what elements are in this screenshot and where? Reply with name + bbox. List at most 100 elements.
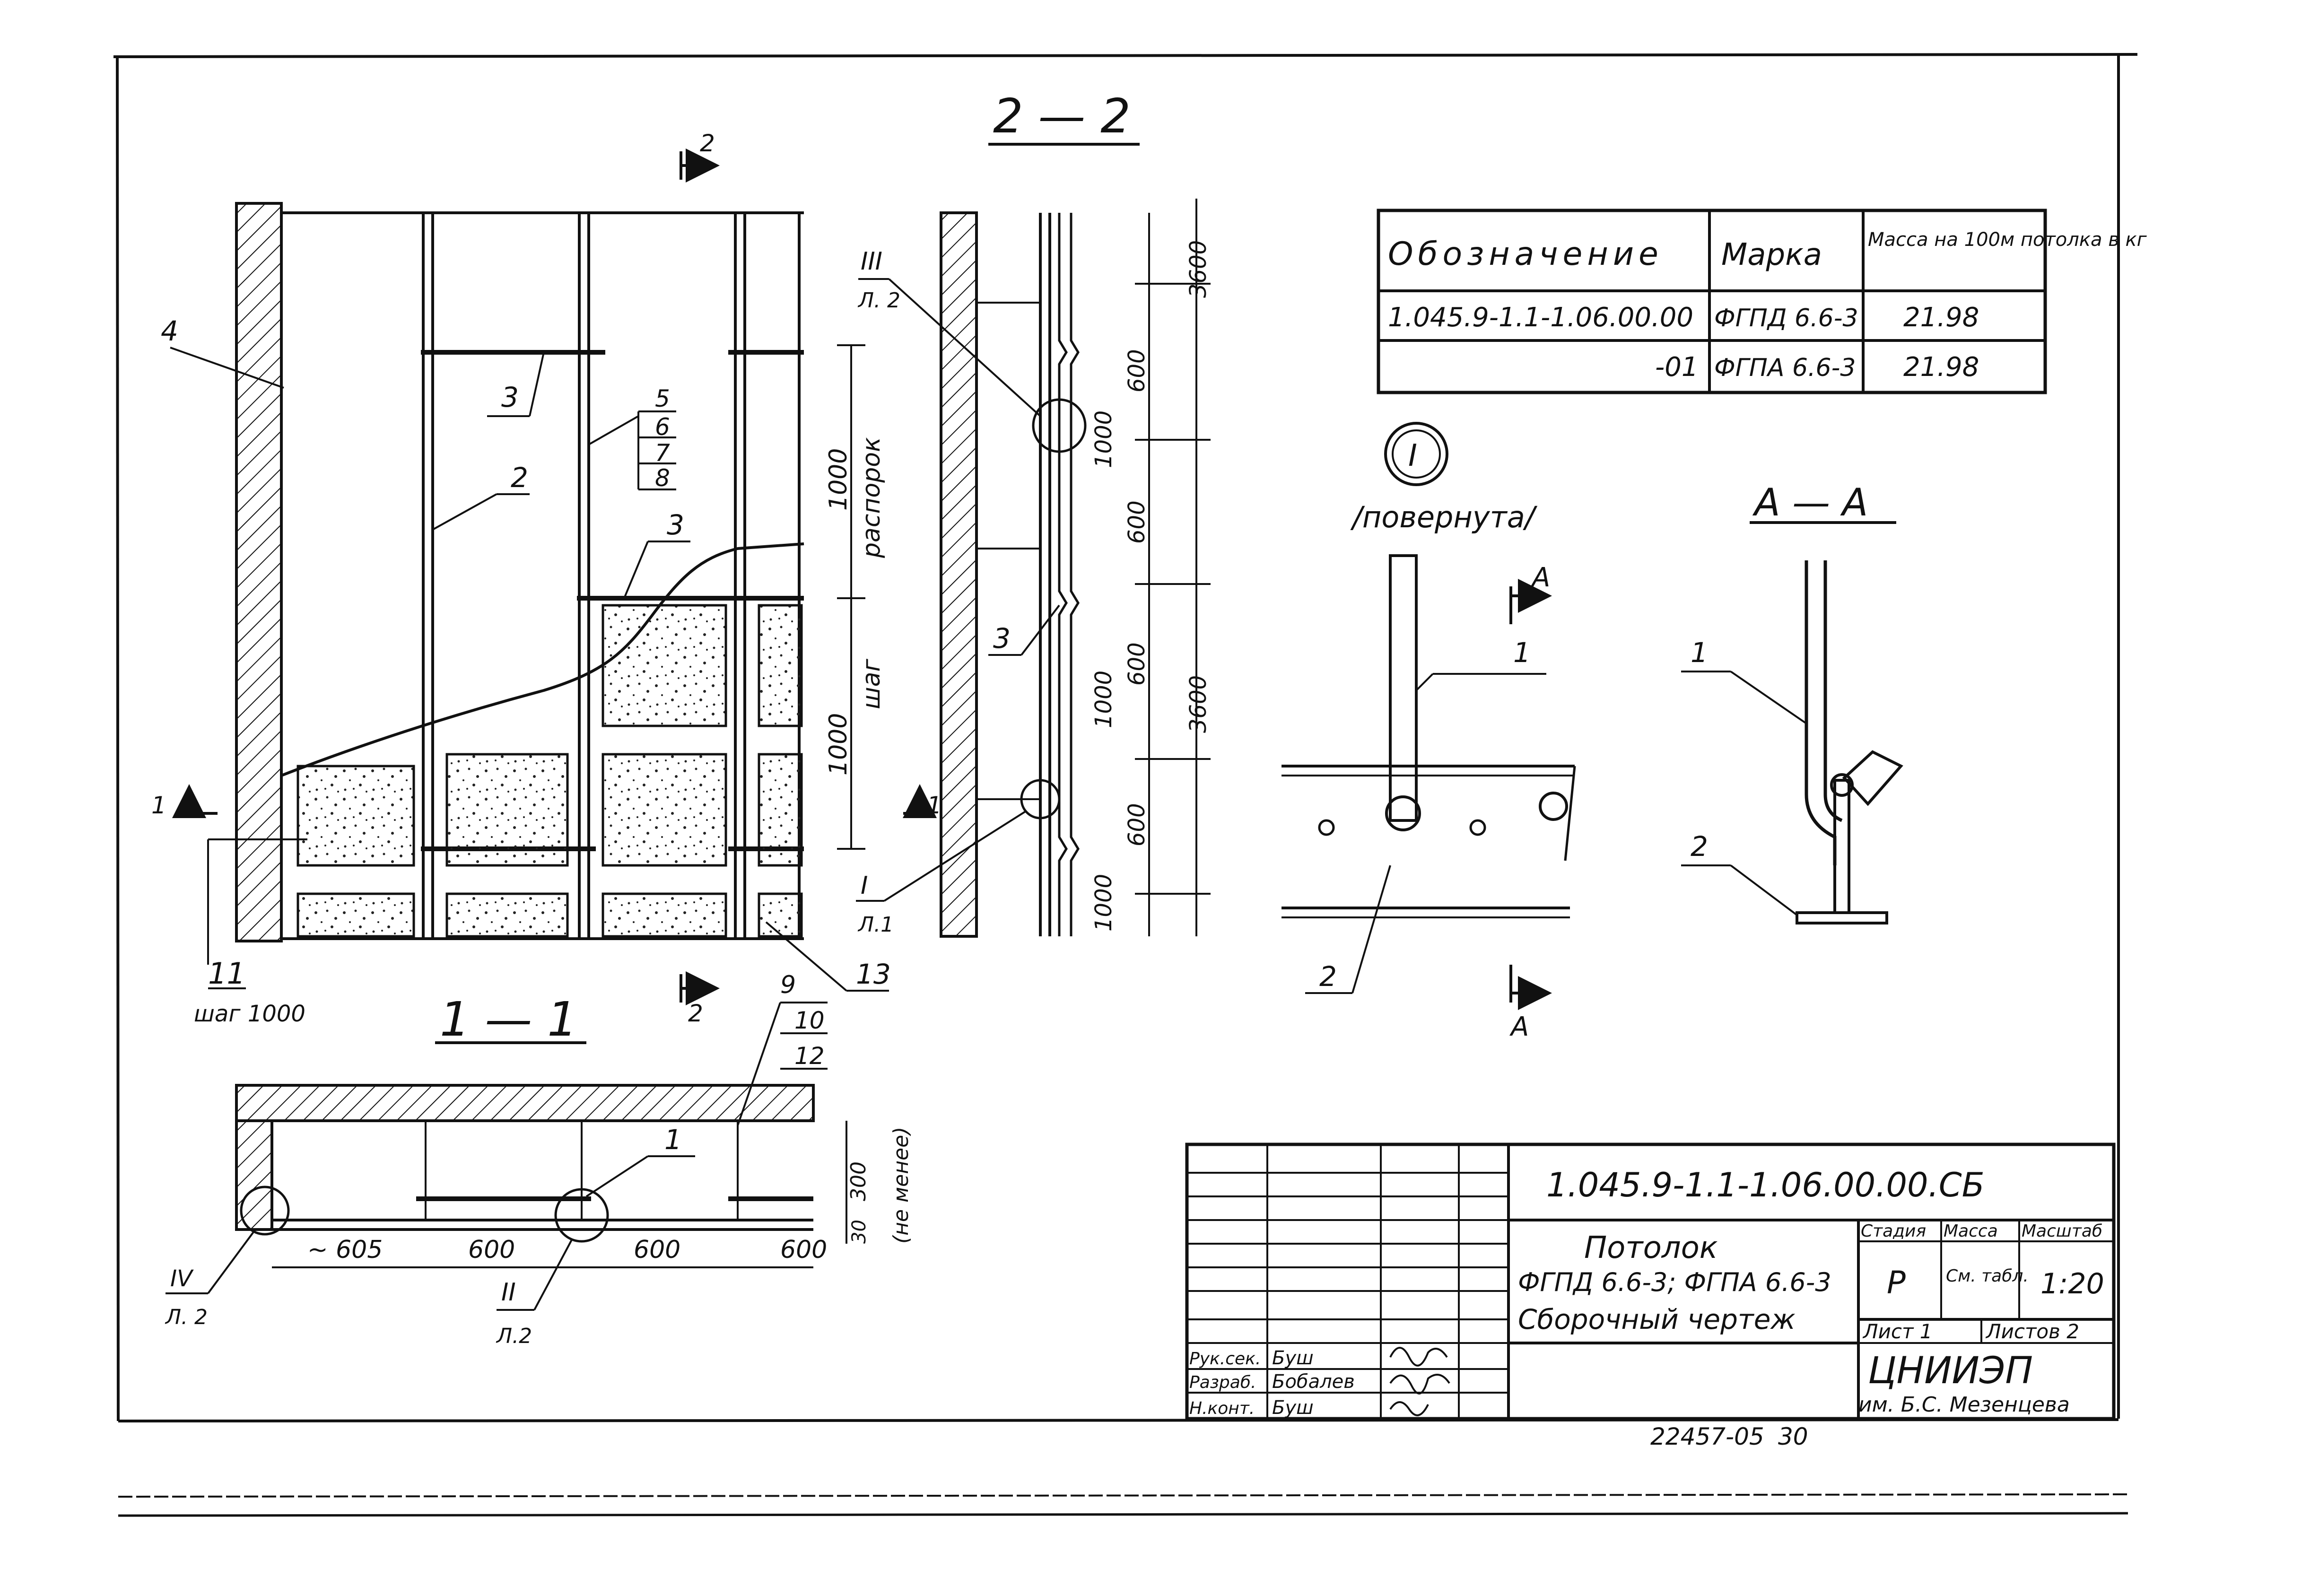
cut-markers: 2 2 1 1 bbox=[151, 130, 942, 1027]
callout-7: 7 bbox=[655, 439, 670, 467]
dim-3600-mid: 3600 bbox=[1185, 675, 1212, 733]
cut-a-top: А bbox=[1531, 562, 1550, 593]
title-line2: ФГПД 6.6-3; ФГПА 6.6-3 bbox=[1518, 1267, 1831, 1297]
callout-3c: 3 bbox=[993, 622, 1011, 654]
dim-3600-top: 3600 bbox=[1185, 240, 1212, 298]
plan-callouts: 4 3 2 5 6 7 8 3 11 шаг 1000 13 bbox=[161, 315, 891, 1027]
callout-6: 6 bbox=[655, 413, 670, 441]
cut-1-left: 1 bbox=[151, 792, 166, 819]
height-30: 30 bbox=[848, 1220, 870, 1244]
section-2-2-title: 2 — 2 bbox=[988, 88, 1140, 146]
sheet-value: Лист 1 bbox=[1862, 1320, 1933, 1343]
callout-9: 9 bbox=[780, 971, 796, 999]
spec-table: Обозначение Марка Масса на 100м потолка … bbox=[1377, 209, 2147, 394]
table-row1-mass: 21.98 bbox=[1903, 302, 1979, 333]
table-row2-designation: -01 bbox=[1655, 352, 1698, 383]
span-600b: 600 bbox=[634, 1236, 680, 1264]
name-3: Буш bbox=[1272, 1397, 1314, 1419]
section-a-callout-2: 2 bbox=[1691, 830, 1708, 863]
callout-3b: 3 bbox=[667, 509, 684, 541]
callout-12: 12 bbox=[794, 1042, 825, 1070]
node-II: II bbox=[501, 1278, 516, 1307]
dim-600-a: 600 bbox=[1124, 349, 1150, 392]
dim-600-b: 600 bbox=[1124, 500, 1150, 544]
cut-a-bottom: А bbox=[1509, 1012, 1529, 1042]
table-row1-mark: ФГПД 6.6-3 bbox=[1714, 304, 1858, 332]
node-III: III bbox=[861, 247, 882, 276]
section-2-2-label: 2 — 2 bbox=[993, 88, 1131, 144]
doc-code: 1.045.9-1.1-1.06.00.00.СБ bbox=[1546, 1166, 1985, 1204]
dim-600-c: 600 bbox=[1124, 642, 1150, 686]
callout-10: 10 bbox=[794, 1007, 825, 1034]
node-IV: IV bbox=[170, 1265, 194, 1292]
ceiling-panels bbox=[296, 604, 803, 938]
mass-value: См. табл. bbox=[1946, 1266, 2029, 1286]
callout-5: 5 bbox=[655, 385, 670, 412]
table-header-mark: Марка bbox=[1721, 237, 1822, 272]
cut-2-bottom: 2 bbox=[688, 1000, 703, 1027]
section-a-a-label: А — А bbox=[1752, 480, 1868, 524]
section-1-1-label: 1 — 1 bbox=[440, 992, 577, 1047]
span-605: ~ 605 bbox=[307, 1236, 383, 1264]
node-I-callout-1: 1 bbox=[1513, 637, 1531, 669]
signature-1 bbox=[1389, 1347, 1448, 1367]
callout-13: 13 bbox=[856, 958, 891, 990]
title-block: 1.045.9-1.1-1.06.00.00.СБ Потолок ФГПД 6… bbox=[1185, 1142, 2116, 1450]
section-a-callout-1: 1 bbox=[1691, 637, 1708, 669]
section-1-1-view: 1 — 1 9 10 12 1 ~ 605 600 600 600 300 30… bbox=[165, 971, 913, 1348]
name-1: Буш bbox=[1272, 1347, 1314, 1369]
callout-4: 4 bbox=[161, 315, 178, 347]
callout-3a: 3 bbox=[501, 381, 519, 413]
scale-header: Масштаб bbox=[2022, 1221, 2102, 1241]
cut-2-top: 2 bbox=[700, 130, 715, 157]
stage-header: Стадия bbox=[1861, 1221, 1926, 1241]
dim-1000-a: 1000 bbox=[1090, 410, 1117, 468]
section-2-2-view: 3600 600 1000 600 600 1000 3600 600 1000… bbox=[856, 199, 1212, 938]
node-I: I bbox=[861, 872, 868, 900]
node-I-callout-2: 2 bbox=[1319, 960, 1337, 993]
callout-step: шаг 1000 bbox=[194, 1001, 305, 1027]
node-III-sheet: Л. 2 bbox=[857, 288, 900, 313]
table-row2-mass: 21.98 bbox=[1903, 352, 1979, 383]
role-3: Н.конт. bbox=[1189, 1399, 1255, 1418]
org-line1: ЦНИИЭП bbox=[1868, 1350, 2033, 1392]
footer-sheet: 30 bbox=[1778, 1423, 1808, 1450]
title-line1: Потолок bbox=[1584, 1230, 1718, 1265]
dim-raspor-label: распорок bbox=[857, 437, 886, 558]
node-II-sheet: Л.2 bbox=[496, 1324, 532, 1348]
callout-11: 11 bbox=[208, 956, 245, 991]
dim-600-d: 600 bbox=[1124, 803, 1150, 846]
org-line2: им. Б.С. Мезенцева bbox=[1858, 1393, 2070, 1417]
callout-1: 1 bbox=[664, 1124, 682, 1156]
section-a-a-view: А — А 1 2 bbox=[1681, 480, 1903, 924]
wall-left bbox=[235, 202, 283, 942]
node-I-detail-label: I bbox=[1408, 438, 1417, 473]
footer-number: 22457-05 bbox=[1650, 1423, 1764, 1450]
role-1: Рук.сек. bbox=[1189, 1349, 1261, 1369]
span-600c: 600 bbox=[780, 1236, 827, 1264]
plan-view bbox=[235, 202, 804, 942]
signature-2 bbox=[1389, 1374, 1450, 1395]
role-2: Разраб. bbox=[1189, 1373, 1256, 1392]
table-header-designation: Обозначение bbox=[1388, 235, 1663, 273]
stage-value: Р bbox=[1887, 1265, 1906, 1301]
dim-1000-b: 1000 bbox=[1090, 671, 1117, 728]
node-IV-sheet: Л. 2 bbox=[165, 1305, 208, 1329]
dim-1000-shag: 1000 bbox=[824, 713, 853, 776]
dim-1000-c: 1000 bbox=[1090, 874, 1117, 932]
name-2: Бобалев bbox=[1272, 1371, 1355, 1393]
span-600a: 600 bbox=[468, 1236, 515, 1264]
table-header-mass: Масса на 100м потолка в кг bbox=[1868, 229, 2147, 251]
mass-header: Масса bbox=[1944, 1221, 1998, 1241]
cut-1-right: 1 bbox=[927, 792, 942, 819]
dim-shag-label: шаг bbox=[857, 659, 886, 709]
node-I-detail: I /повернута/ 1 2 А А bbox=[1282, 422, 1576, 1042]
node-I-detail-note: /повернута/ bbox=[1350, 500, 1538, 534]
title-line3: Сборочный чертеж bbox=[1518, 1303, 1796, 1335]
plan-dimensions: 1000 распорок 1000 шаг bbox=[824, 344, 886, 850]
sheets-value: Листов 2 bbox=[1985, 1320, 2079, 1343]
height-300: 300 bbox=[846, 1161, 871, 1201]
scale-value: 1:20 bbox=[2040, 1267, 2104, 1300]
table-row2-mark: ФГПА 6.6-3 bbox=[1714, 354, 1856, 382]
